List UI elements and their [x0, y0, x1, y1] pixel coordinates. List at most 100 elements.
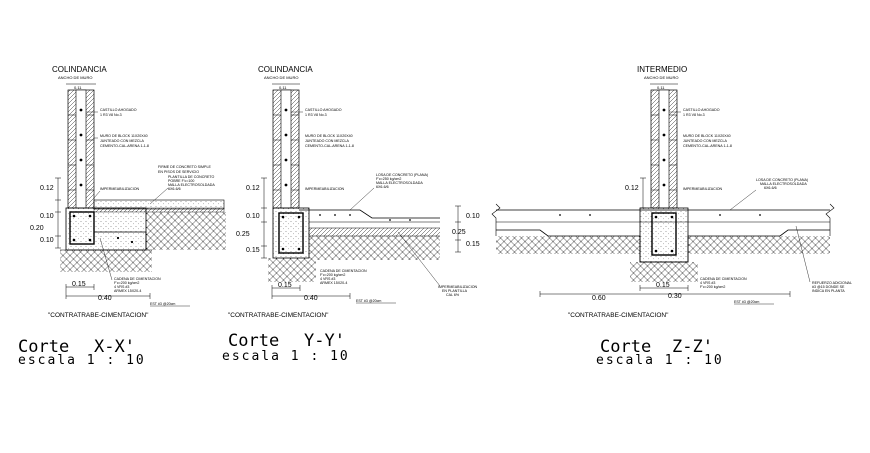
section-scale: escala 1 : 10 [596, 353, 724, 368]
wall-width-dim: 0.11 [279, 85, 287, 90]
svg-text:REFUERZO ADICIONAL: REFUERZO ADICIONAL [812, 281, 852, 285]
note-cadena: CADENA DE CIMENTACION F'c=200 kg/cm2 4 V… [99, 237, 161, 293]
svg-text:0.15: 0.15 [656, 282, 670, 289]
section-title-word: Corte [600, 337, 651, 357]
dimension-bottom: 0.15 0.40 [65, 281, 151, 302]
svg-text:LOSA DE CONCRETO (PLANA): LOSA DE CONCRETO (PLANA) [756, 178, 808, 182]
svg-text:MALLA ELECTROSOLDADA: MALLA ELECTROSOLDADA [760, 182, 807, 186]
note-losa: LOSA DE CONCRETO (PLANA) MALLA ELECTROSO… [729, 178, 808, 211]
note-impermeabilizacion: IMPERMEABILIZACION [683, 187, 723, 191]
svg-text:LOSA DE CONCRETO (PLANA): LOSA DE CONCRETO (PLANA) [376, 173, 428, 177]
svg-text:F'c=200 kg/cm2: F'c=200 kg/cm2 [114, 281, 139, 285]
svg-text:0.40: 0.40 [304, 295, 318, 302]
dimension-bottom: 0.15 0.30 0.60 [539, 282, 791, 302]
note-losa: LOSA DE CONCRETO (PLANA) F'c=250 kg/cm2 … [349, 173, 428, 211]
svg-text:0.15: 0.15 [72, 281, 86, 288]
svg-text:0.60: 0.60 [592, 295, 606, 302]
svg-text:0.10: 0.10 [246, 213, 260, 220]
svg-text:0.12: 0.12 [40, 185, 54, 192]
note-refuerzo: REFUERZO ADICIONAL #3 @15 DONDE SE INDIC… [795, 225, 852, 293]
note-muro: MURO DE BLOCK 11X20X40 JUNTEADO CON MEZC… [94, 134, 149, 148]
svg-text:0.30: 0.30 [668, 293, 682, 300]
block-wall [272, 89, 300, 209]
svg-text:CEMENTO-CAL-ARENA 1-1-8: CEMENTO-CAL-ARENA 1-1-8 [683, 144, 732, 148]
svg-text:EN PISOS DE SERVICIO: EN PISOS DE SERVICIO [158, 170, 199, 174]
section-caption: "CONTRATRABE-CIMENTACION" [48, 312, 149, 319]
svg-text:0.10: 0.10 [40, 213, 54, 220]
svg-text:EN PLANTILLA: EN PLANTILLA [442, 289, 468, 293]
svg-text:0.25: 0.25 [236, 231, 250, 238]
section-caption: "CONTRATRABE-CIMENTACION" [568, 312, 669, 319]
svg-text:JUNTEADO CON MEZCLA: JUNTEADO CON MEZCLA [305, 139, 350, 143]
svg-text:4 VRS #3: 4 VRS #3 [114, 285, 129, 289]
note-impermeabilizacion: IMPERMEABILIZACION [93, 187, 140, 199]
svg-text:0.10: 0.10 [466, 213, 480, 220]
section-heading: COLINDANCIA [258, 65, 313, 74]
section-title-id: X-X' [94, 337, 135, 357]
svg-text:F'c=200 kg/cm2: F'c=200 kg/cm2 [700, 285, 725, 289]
svg-text:EST #3 @20cm: EST #3 @20cm [356, 299, 381, 303]
svg-text:CADENA DE CIMENTACION: CADENA DE CIMENTACION [320, 269, 367, 273]
note-impermeabilizacion-plantilla: IMPERMEABILIZACION EN PLANTILLA CAL 6% [397, 231, 478, 297]
wall-width-dim: 0.11 [74, 85, 82, 90]
svg-text:4 VRS #3: 4 VRS #3 [320, 277, 335, 281]
dimension-left: 0.12 0.10 0.25 0.15 [236, 177, 267, 259]
svg-text:INDICA EN PLANTA: INDICA EN PLANTA [812, 289, 845, 293]
svg-text:0.12: 0.12 [625, 185, 639, 192]
svg-text:F'c=200 kg/cm2: F'c=200 kg/cm2 [320, 273, 345, 277]
note-castillo: CASTILLO AHOGADO 1 R3 V8 No.3 [86, 108, 137, 117]
svg-text:MURO DE BLOCK 11X20X40: MURO DE BLOCK 11X20X40 [305, 134, 353, 138]
note-estribos: EST #3 @20cm [356, 299, 396, 304]
section-title-id: Z-Z' [672, 337, 713, 357]
svg-text:CADENA DE CIMENTACION: CADENA DE CIMENTACION [700, 277, 747, 281]
note-impermeabilizacion: IMPERMEABILIZACION [305, 187, 345, 191]
section-title-word: Corte [228, 331, 279, 351]
wall-width-label: ANCHO DE MURO [264, 75, 298, 80]
block-wall [67, 89, 95, 209]
svg-text:6X6-6/6: 6X6-6/6 [168, 187, 181, 191]
svg-text:6X6-6/6: 6X6-6/6 [764, 186, 777, 190]
svg-text:EST #3 @20cm: EST #3 @20cm [734, 300, 759, 304]
section-heading: COLINDANCIA [52, 65, 107, 74]
note-muro: MURO DE BLOCK 11X20X40 JUNTEADO CON MEZC… [305, 134, 354, 148]
svg-text:F'c=250 kg/cm2: F'c=250 kg/cm2 [376, 177, 401, 181]
svg-text:6X6-6/6: 6X6-6/6 [376, 185, 389, 189]
note-muro: MURO DE BLOCK 11X20X40 JUNTEADO CON MEZC… [683, 134, 732, 148]
section-heading: INTERMEDIO [637, 65, 687, 74]
svg-text:CASTILLO AHOGADO: CASTILLO AHOGADO [683, 108, 720, 112]
svg-text:0.25: 0.25 [452, 229, 466, 236]
note-estribos: EST #3 @20cm [734, 300, 774, 305]
svg-text:JUNTEADO CON MEZCLA: JUNTEADO CON MEZCLA [100, 139, 145, 143]
svg-text:MURO DE BLOCK 11X20X40: MURO DE BLOCK 11X20X40 [100, 134, 148, 138]
svg-text:IMPERMEABILIZACION: IMPERMEABILIZACION [100, 187, 140, 191]
wall-width-label: ANCHO DE MURO [644, 75, 678, 80]
note-firme: FIRME DE CONCRETO SIMPLE EN PISOS DE SER… [158, 165, 211, 174]
svg-text:IMPERMEABILIZACION: IMPERMEABILIZACION [305, 187, 345, 191]
note-cadena: CADENA DE CIMENTACION F'c=200 kg/cm2 4 V… [320, 269, 367, 285]
wall-width-dim: 0.11 [657, 85, 665, 90]
section-scale: escala 1 : 10 [18, 353, 146, 368]
wall-width-label: ANCHO DE MURO [58, 75, 92, 80]
svg-text:PLANTILLA DE CONCRETO: PLANTILLA DE CONCRETO [168, 175, 214, 179]
svg-text:CADENA DE CIMENTACION: CADENA DE CIMENTACION [114, 277, 161, 281]
dimension-left: 0.12 0.10 0.20 0.10 [30, 177, 61, 249]
note-cadena: CADENA DE CIMENTACION 4 VRS #3 F'c=200 k… [700, 277, 747, 289]
svg-text:ARMEX 15X20-4: ARMEX 15X20-4 [320, 281, 347, 285]
svg-text:CASTILLO AHOGADO: CASTILLO AHOGADO [305, 108, 342, 112]
svg-text:1 R3 V8 No.3: 1 R3 V8 No.3 [683, 113, 705, 117]
dimension-bottom: 0.15 0.40 [271, 282, 351, 302]
section-y-y: COLINDANCIA ANCHO DE MURO 0.11 [222, 65, 480, 364]
svg-text:0.20: 0.20 [30, 225, 44, 232]
svg-text:IMPERMEABILIZACION: IMPERMEABILIZACION [438, 285, 478, 289]
svg-text:4 VRS #3: 4 VRS #3 [700, 281, 715, 285]
svg-text:0.40: 0.40 [98, 295, 112, 302]
note-castillo: CASTILLO AHOGADO 1 R3 V8 No.3 [291, 108, 342, 117]
svg-text:IMPERMEABILIZACION: IMPERMEABILIZACION [683, 187, 723, 191]
svg-text:0.10: 0.10 [40, 237, 54, 244]
svg-text:0.15: 0.15 [278, 282, 292, 289]
svg-text:EST #3 @20cm: EST #3 @20cm [150, 302, 175, 306]
svg-text:CASTILLO AHOGADO: CASTILLO AHOGADO [100, 108, 137, 112]
dimension-right: 0.10 0.25 0.15 [452, 205, 480, 253]
svg-text:JUNTEADO CON MEZCLA: JUNTEADO CON MEZCLA [683, 139, 728, 143]
dimension-left: 0.12 [625, 177, 646, 209]
